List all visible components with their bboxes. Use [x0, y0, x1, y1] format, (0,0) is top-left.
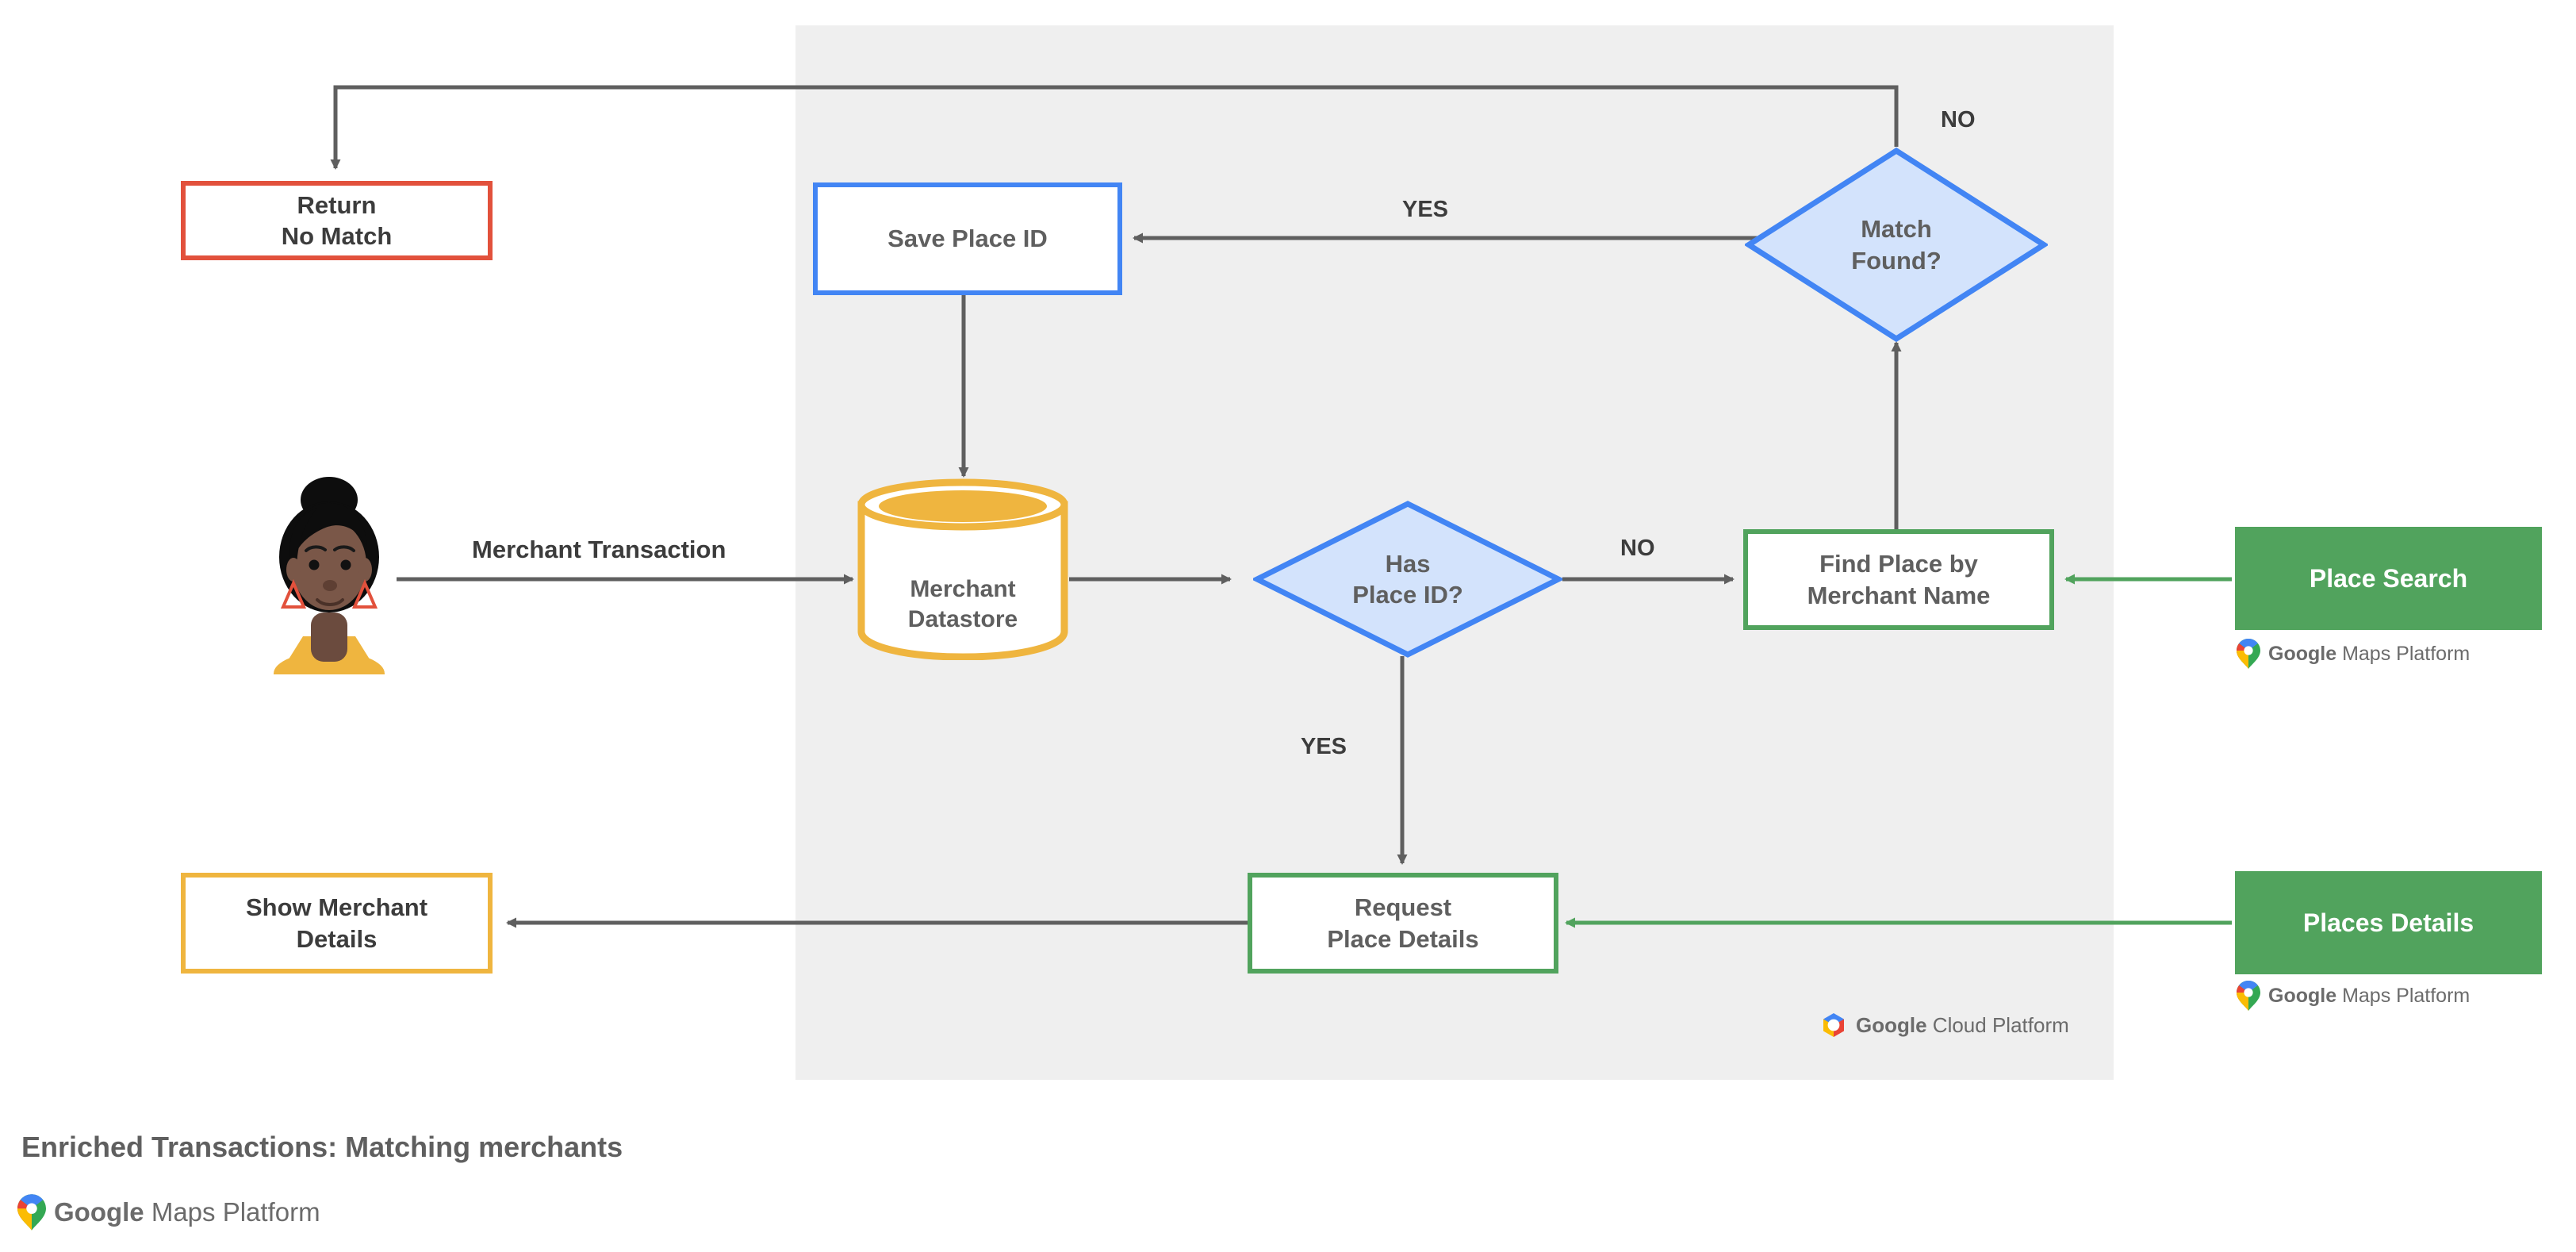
- gmp-brand-1: Google: [2268, 642, 2337, 665]
- google-cloud-hexagon-icon: [1823, 1013, 1844, 1037]
- request-place-details-line2: Place Details: [1327, 924, 1479, 953]
- has-place-id-line2: Place ID?: [1352, 581, 1463, 609]
- show-merchant-details-line1: Show Merchant: [245, 893, 428, 922]
- node-merchant-datastore[interactable]: Merchant Datastore: [855, 476, 1071, 660]
- node-places-details[interactable]: Places Details: [2235, 871, 2542, 974]
- node-match-found[interactable]: Match Found?: [1745, 147, 2048, 343]
- edge-label-has-place-id-no: NO: [1620, 536, 1655, 561]
- match-found-line1: Match: [1861, 215, 1932, 244]
- gmp-lockup-footer: Google Maps Platform: [17, 1194, 320, 1231]
- place-search-label: Place Search: [2309, 563, 2468, 593]
- node-save-place-id[interactable]: Save Place ID: [813, 182, 1122, 295]
- node-place-search[interactable]: Place Search: [2235, 527, 2542, 630]
- places-details-label: Places Details: [2302, 908, 2474, 937]
- save-place-id-label: Save Place ID: [887, 225, 1048, 253]
- edge-label-match-found-yes: YES: [1402, 197, 1449, 222]
- gcp-product: Cloud Platform: [1932, 1012, 2069, 1037]
- gmp-lockup-place-search: Google Maps Platform: [2237, 639, 2470, 669]
- gmp-product-2: Maps Platform: [2342, 984, 2471, 1007]
- gmp-brand-3: Google: [54, 1197, 144, 1227]
- merchant-datastore-line1: Merchant: [910, 576, 1016, 603]
- request-place-details-line1: Request: [1354, 893, 1452, 922]
- find-place-line1: Find Place by: [1819, 550, 1978, 578]
- match-found-line2: Found?: [1851, 246, 1942, 275]
- edge-label-match-found-no: NO: [1941, 107, 1976, 132]
- google-maps-pin-icon: [2237, 639, 2260, 669]
- node-return-no-match[interactable]: Return No Match: [181, 181, 493, 260]
- return-no-match-line2: No Match: [281, 222, 393, 250]
- edge-label-has-place-id-yes: YES: [1301, 734, 1347, 759]
- has-place-id-line1: Has: [1385, 549, 1431, 578]
- diagram-caption: Enriched Transactions: Matching merchant…: [21, 1131, 623, 1163]
- node-request-place-details[interactable]: Request Place Details: [1248, 873, 1558, 974]
- google-maps-pin-icon: [17, 1194, 46, 1231]
- return-no-match-line1: Return: [297, 190, 377, 219]
- gmp-lockup-places-details: Google Maps Platform: [2237, 981, 2470, 1011]
- merchant-datastore-line2: Datastore: [907, 606, 1018, 632]
- customer-avatar-icon: [262, 468, 397, 696]
- show-merchant-details-line2: Details: [296, 924, 378, 953]
- gcp-brand: Google: [1856, 1012, 1927, 1037]
- gcp-lockup: Google Cloud Platform: [1819, 1012, 2069, 1039]
- google-maps-pin-icon: [2237, 981, 2260, 1011]
- gmp-brand-2: Google: [2268, 984, 2337, 1007]
- node-show-merchant-details[interactable]: Show Merchant Details: [181, 873, 493, 974]
- gmp-product-1: Maps Platform: [2342, 642, 2471, 665]
- gmp-product-3: Maps Platform: [151, 1197, 320, 1227]
- node-has-place-id[interactable]: Has Place ID?: [1253, 500, 1562, 659]
- find-place-line2: Merchant Name: [1807, 581, 1991, 609]
- node-find-place-by-merchant-name[interactable]: Find Place by Merchant Name: [1743, 529, 2054, 630]
- edge-label-merchant-transaction: Merchant Transaction: [472, 536, 726, 563]
